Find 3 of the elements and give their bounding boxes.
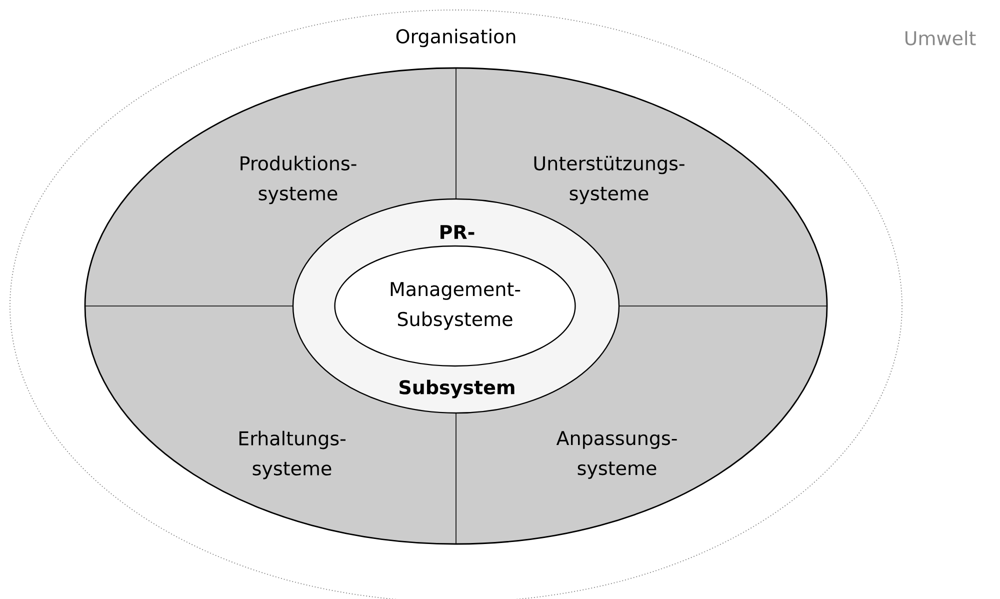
node-label: Erhaltungs- systeme: [239, 430, 346, 480]
environment-label: Umwelt: [905, 30, 976, 46]
node-label: Anpassungs- systeme: [556, 431, 677, 479]
